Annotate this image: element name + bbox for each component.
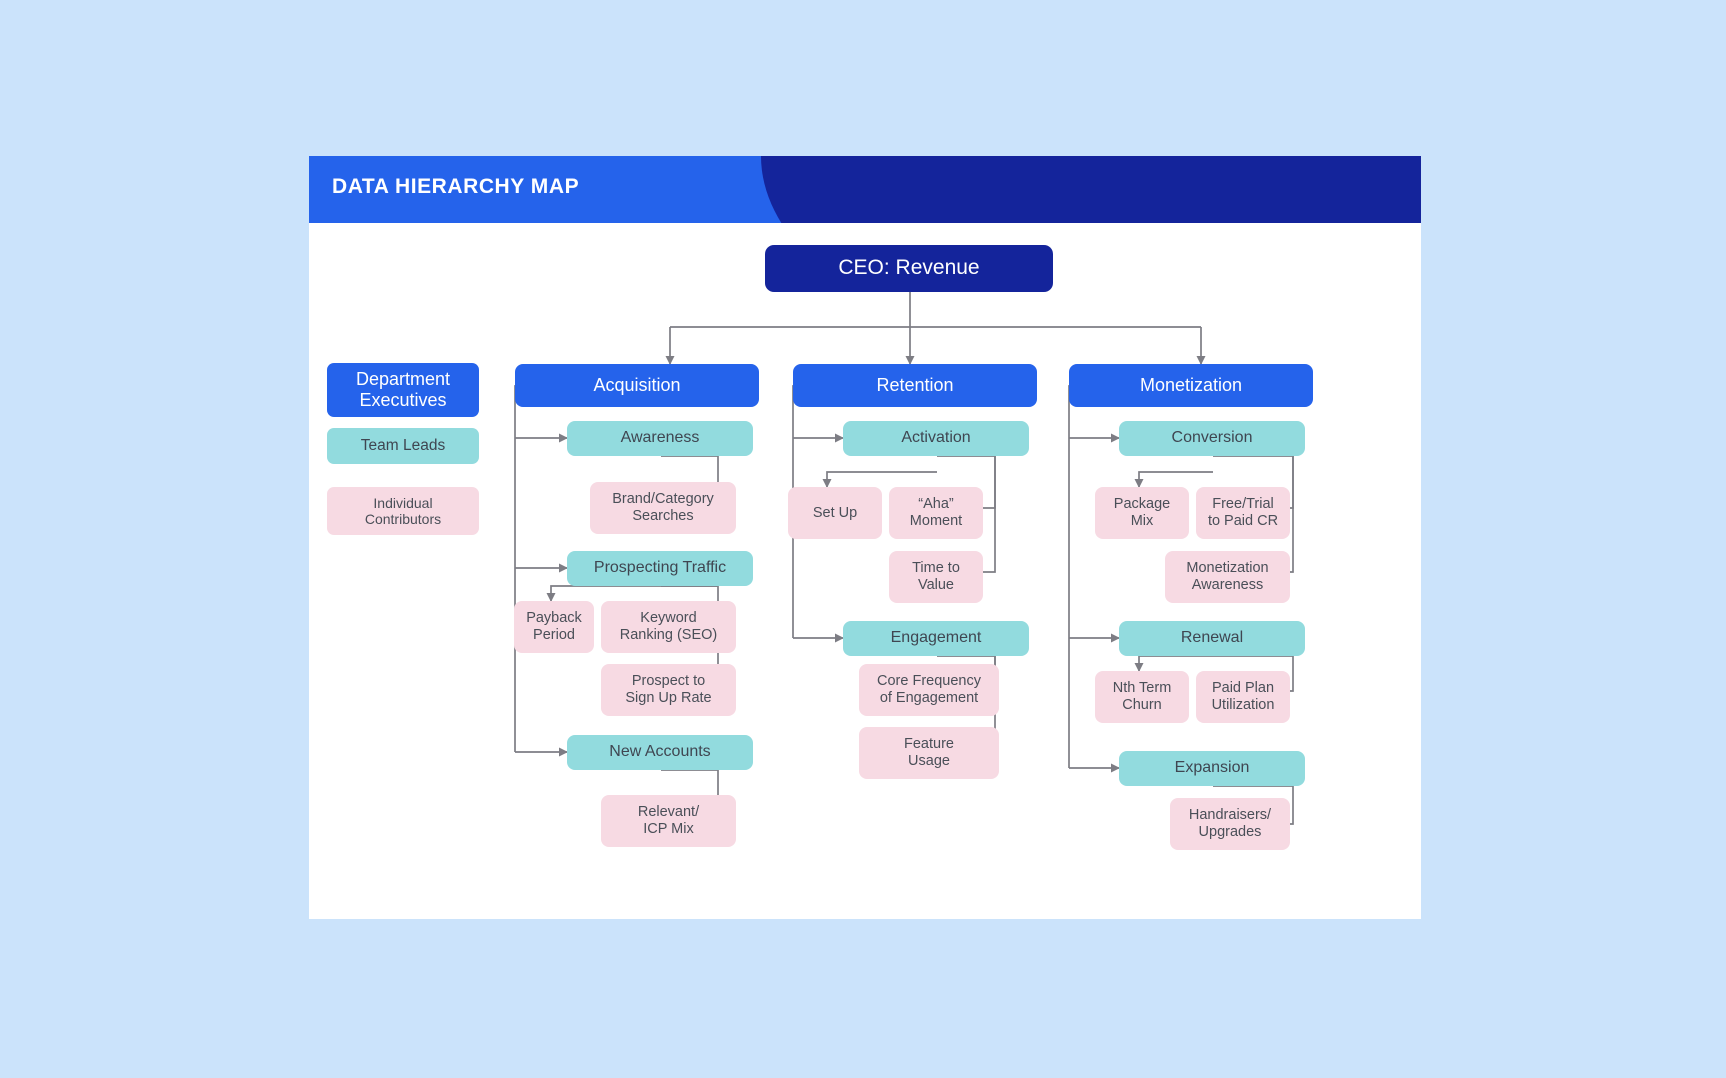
- node-ceo-revenue[interactable]: CEO: Revenue: [765, 245, 1053, 292]
- node-renewal[interactable]: Renewal: [1119, 621, 1305, 656]
- node-label: Acquisition: [593, 375, 681, 396]
- node-label: Handraisers/Upgrades: [1188, 807, 1272, 840]
- node-label: Expansion: [1174, 759, 1250, 777]
- node-label: “Aha”Moment: [909, 496, 963, 529]
- node-awareness[interactable]: Awareness: [567, 421, 753, 456]
- node-expansion[interactable]: Expansion: [1119, 751, 1305, 786]
- legend-team-leads[interactable]: Team Leads: [327, 428, 479, 464]
- node-label: Awareness: [620, 429, 700, 447]
- node-label: Relevant/ICP Mix: [637, 804, 700, 837]
- node-label: Engagement: [890, 629, 982, 647]
- node-aha-moment[interactable]: “Aha”Moment: [889, 487, 983, 539]
- node-acquisition[interactable]: Acquisition: [515, 364, 759, 407]
- page-title: DATA HIERARCHY MAP: [332, 175, 580, 198]
- node-handraisers-upgrades[interactable]: Handraisers/Upgrades: [1170, 798, 1290, 850]
- header-curve-decoration: [761, 156, 1421, 223]
- node-new-accounts[interactable]: New Accounts: [567, 735, 753, 770]
- node-label: CEO: Revenue: [838, 256, 980, 280]
- node-label: Set Up: [812, 504, 858, 521]
- node-set-up[interactable]: Set Up: [788, 487, 882, 539]
- node-activation[interactable]: Activation: [843, 421, 1029, 456]
- node-monetization[interactable]: Monetization: [1069, 364, 1313, 407]
- node-label: New Accounts: [609, 743, 711, 761]
- node-label: Activation: [901, 429, 971, 447]
- node-label: Conversion: [1171, 429, 1253, 447]
- node-conversion[interactable]: Conversion: [1119, 421, 1305, 456]
- node-prospecting-traffic[interactable]: Prospecting Traffic: [567, 551, 753, 586]
- node-label: Prospecting Traffic: [593, 559, 727, 577]
- legend-label: Team Leads: [360, 437, 446, 455]
- node-retention[interactable]: Retention: [793, 364, 1037, 407]
- header-bar: DATA HIERARCHY MAP: [309, 156, 1421, 223]
- node-engagement[interactable]: Engagement: [843, 621, 1029, 656]
- node-label: Retention: [876, 375, 954, 396]
- node-label: Renewal: [1180, 629, 1244, 647]
- node-label: Monetization: [1139, 375, 1243, 396]
- node-relevant-icp-mix[interactable]: Relevant/ICP Mix: [601, 795, 736, 847]
- diagram-card: DATA HIERARCHY MAP: [309, 156, 1421, 919]
